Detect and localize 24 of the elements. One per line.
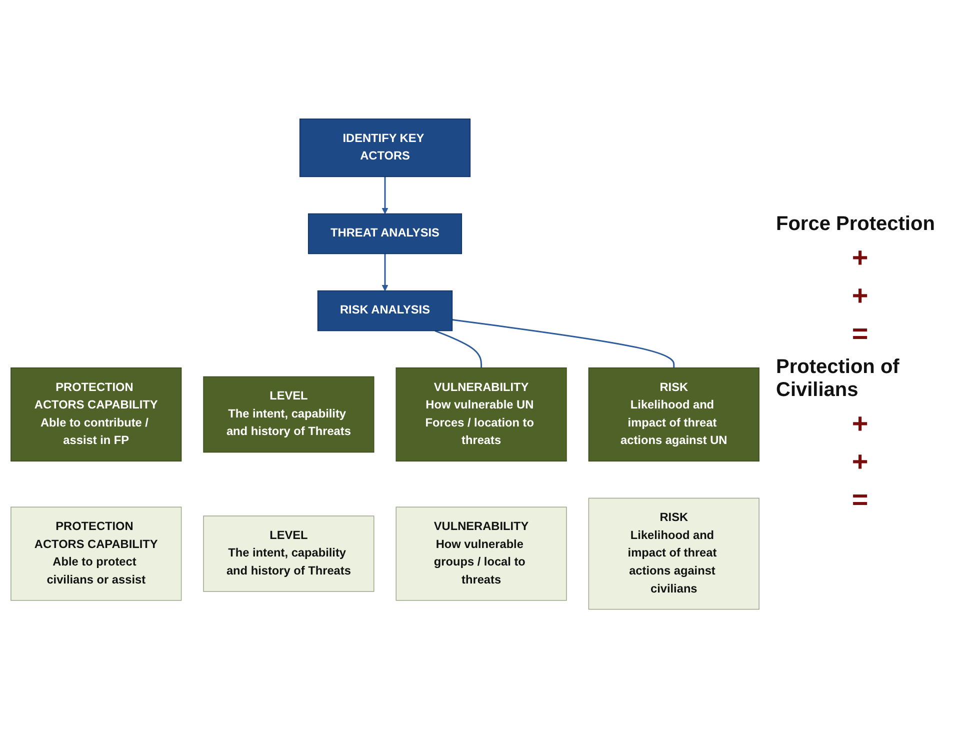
node-box bbox=[299, 118, 471, 178]
node-box bbox=[308, 214, 462, 254]
node-box bbox=[10, 368, 182, 462]
arrow bbox=[382, 254, 388, 292]
node-box bbox=[588, 368, 760, 462]
operator-sign: + bbox=[850, 446, 870, 478]
connector bbox=[452, 319, 675, 368]
node-box bbox=[203, 516, 374, 592]
operator-sign: + bbox=[850, 408, 870, 440]
node-box bbox=[588, 498, 760, 610]
operator-sign: + bbox=[850, 242, 870, 274]
flowchart-diagram: IDENTIFY KEY ACTORS THREAT ANALYSIS RISK ANALYSIS VULNERABILITY How vulnerable UN Forces / location to threats PROTECTION ACTORS CAPABILITY Able to contribute / assist in FP LEVEL The intent, capability and history of Threats RISK Likelihood and impact of threat actions against UN VULNERABILITY How vulnerable groups / local to threats PROTECTION ACTORS CAPABILITY Able to protect civilians or assist LEVEL The intent, capability and history of Threats RISK Likelihood and impact of threat actions against civilians bbox=[5, 113, 765, 616]
operator-sign: = bbox=[850, 318, 870, 350]
node-box bbox=[396, 507, 567, 602]
node-box bbox=[203, 376, 374, 454]
section-heading: Force Protection bbox=[776, 213, 936, 236]
section-heading: Protection of Civilians bbox=[776, 356, 900, 402]
operator-sign: = bbox=[850, 484, 870, 516]
node-box bbox=[10, 507, 182, 602]
operator-sign: + bbox=[850, 280, 870, 312]
node-box bbox=[396, 368, 567, 462]
connector bbox=[434, 330, 482, 368]
node-box bbox=[317, 290, 453, 332]
arrow bbox=[382, 177, 388, 214]
